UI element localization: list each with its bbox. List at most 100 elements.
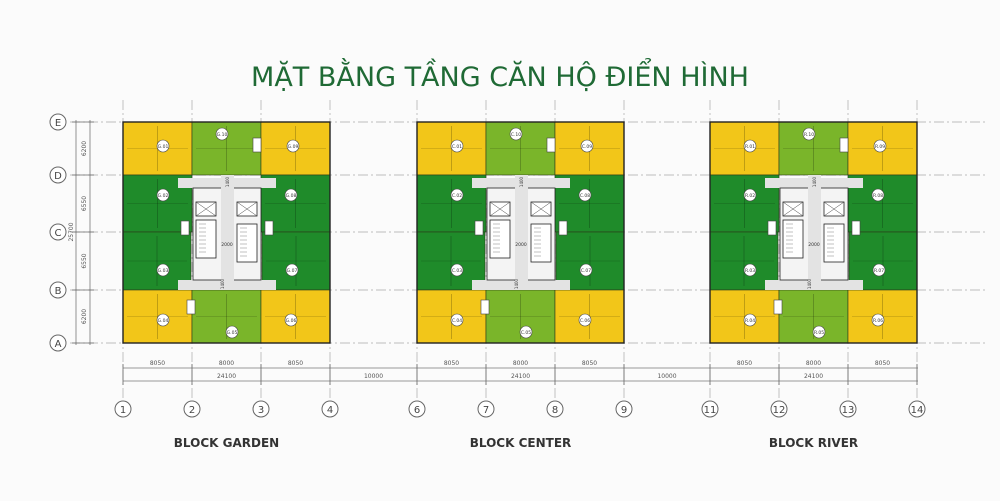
column-dimension: 8050 — [582, 360, 597, 367]
unit-label: C.05 — [521, 330, 531, 336]
unit-label-circle — [743, 188, 757, 202]
row-axis-bubble — [49, 223, 67, 241]
lobby-dimension: 1400 — [220, 278, 225, 289]
column-dimension: 8000 — [806, 360, 821, 367]
elevator-cross — [530, 201, 552, 217]
column-axis-label: 6 — [414, 405, 420, 416]
column-axis-label: 13 — [842, 405, 855, 416]
unit-label-circle — [286, 139, 300, 153]
lobby-dimension: 1400 — [807, 278, 812, 289]
row-axis-label: A — [55, 339, 62, 350]
corridor-dimension: 2000 — [515, 242, 527, 248]
unit-label-circle — [743, 313, 757, 327]
row-axis-label: C — [55, 228, 62, 239]
elevator-cross — [782, 201, 804, 217]
shaft — [180, 220, 190, 236]
row-axis-bubble — [49, 334, 67, 352]
column-axis-label: 2 — [189, 405, 195, 416]
column-dimension: 8050 — [288, 360, 303, 367]
column-axis-bubble — [183, 400, 201, 418]
row-dimension: 6200 — [81, 141, 88, 156]
column-axis-label: 8 — [552, 405, 558, 416]
outer-wall — [122, 121, 331, 344]
row-dimension: 6200 — [81, 309, 88, 324]
row-axis-label: E — [55, 118, 61, 129]
column-axis-bubble — [908, 400, 926, 418]
unit-label-circle — [873, 139, 887, 153]
lobby-dimension: 1400 — [514, 278, 519, 289]
block-name: BLOCK RIVER — [769, 436, 858, 450]
shaft — [186, 299, 196, 315]
unit-label-circle — [578, 313, 592, 327]
shaft — [558, 220, 568, 236]
column-axis-label: 11 — [704, 405, 717, 416]
block-total-dimension: 24100 — [511, 373, 530, 380]
central-corridor — [808, 175, 821, 290]
column-axis-bubble — [770, 400, 788, 418]
column-axis-bubble — [114, 400, 132, 418]
unit-label: C.10 — [511, 132, 521, 138]
apartment-unit — [416, 289, 487, 344]
block-name: BLOCK CENTER — [470, 436, 572, 450]
unit-label: C.06 — [580, 318, 590, 324]
unit-label: G.05 — [227, 330, 238, 336]
row-axis-label: D — [54, 171, 62, 182]
corridor-dimension: 2000 — [221, 242, 233, 248]
unit-label-circle — [156, 188, 170, 202]
unit-label-circle — [285, 263, 299, 277]
shaft — [264, 220, 274, 236]
central-corridor — [515, 175, 528, 290]
stairwell — [530, 223, 552, 263]
unit-label: R.08 — [873, 193, 883, 199]
stairwell — [823, 223, 845, 263]
unit-label: C.08 — [580, 193, 590, 199]
column-axis-bubble — [701, 400, 719, 418]
block-total-dimension: 24100 — [217, 373, 236, 380]
stairwell — [489, 219, 511, 259]
unit-label: C.09 — [582, 144, 592, 150]
unit-label-circle — [871, 313, 885, 327]
unit-label-circle — [450, 313, 464, 327]
shaft — [851, 220, 861, 236]
column-dimension: 8000 — [219, 360, 234, 367]
shaft — [767, 220, 777, 236]
column-axis-label: 7 — [483, 405, 489, 416]
plan-title: MẶT BẰNG TẦNG CĂN HỘ ĐIỂN HÌNH — [251, 62, 749, 93]
unit-label-circle — [156, 139, 170, 153]
unit-label: G.09 — [288, 144, 299, 150]
unit-label-circle — [215, 127, 229, 141]
column-axis-bubble — [615, 400, 633, 418]
column-dimension: 8050 — [444, 360, 459, 367]
unit-label-circle — [509, 127, 523, 141]
shaft — [773, 299, 783, 315]
column-axis-label: 3 — [258, 405, 264, 416]
unit-label: G.08 — [286, 193, 297, 199]
unit-label: G.10 — [217, 132, 228, 138]
elevator-cross — [823, 201, 845, 217]
row-axis-label: B — [55, 286, 62, 297]
unit-label: G.07 — [287, 268, 298, 274]
unit-label-circle — [871, 188, 885, 202]
column-axis-bubble — [839, 400, 857, 418]
unit-label: R.04 — [745, 318, 755, 324]
column-axis-bubble — [546, 400, 564, 418]
unit-label-circle — [812, 325, 826, 339]
corridor-dimension: 2000 — [808, 242, 820, 248]
unit-label-circle — [519, 325, 533, 339]
block-total-dimension: 24100 — [804, 373, 823, 380]
unit-label-circle — [802, 127, 816, 141]
column-dimension: 8050 — [150, 360, 165, 367]
row-dimension: 6550 — [81, 196, 88, 211]
stairwell — [195, 219, 217, 259]
central-corridor — [221, 175, 234, 290]
row-axis-bubble — [49, 166, 67, 184]
block-name: BLOCK GARDEN — [174, 436, 279, 450]
column-axis-bubble — [408, 400, 426, 418]
unit-label-circle — [225, 325, 239, 339]
unit-label-circle — [579, 263, 593, 277]
unit-label-circle — [450, 139, 464, 153]
shaft — [480, 299, 490, 315]
unit-label-circle — [156, 313, 170, 327]
column-dimension: 8000 — [513, 360, 528, 367]
